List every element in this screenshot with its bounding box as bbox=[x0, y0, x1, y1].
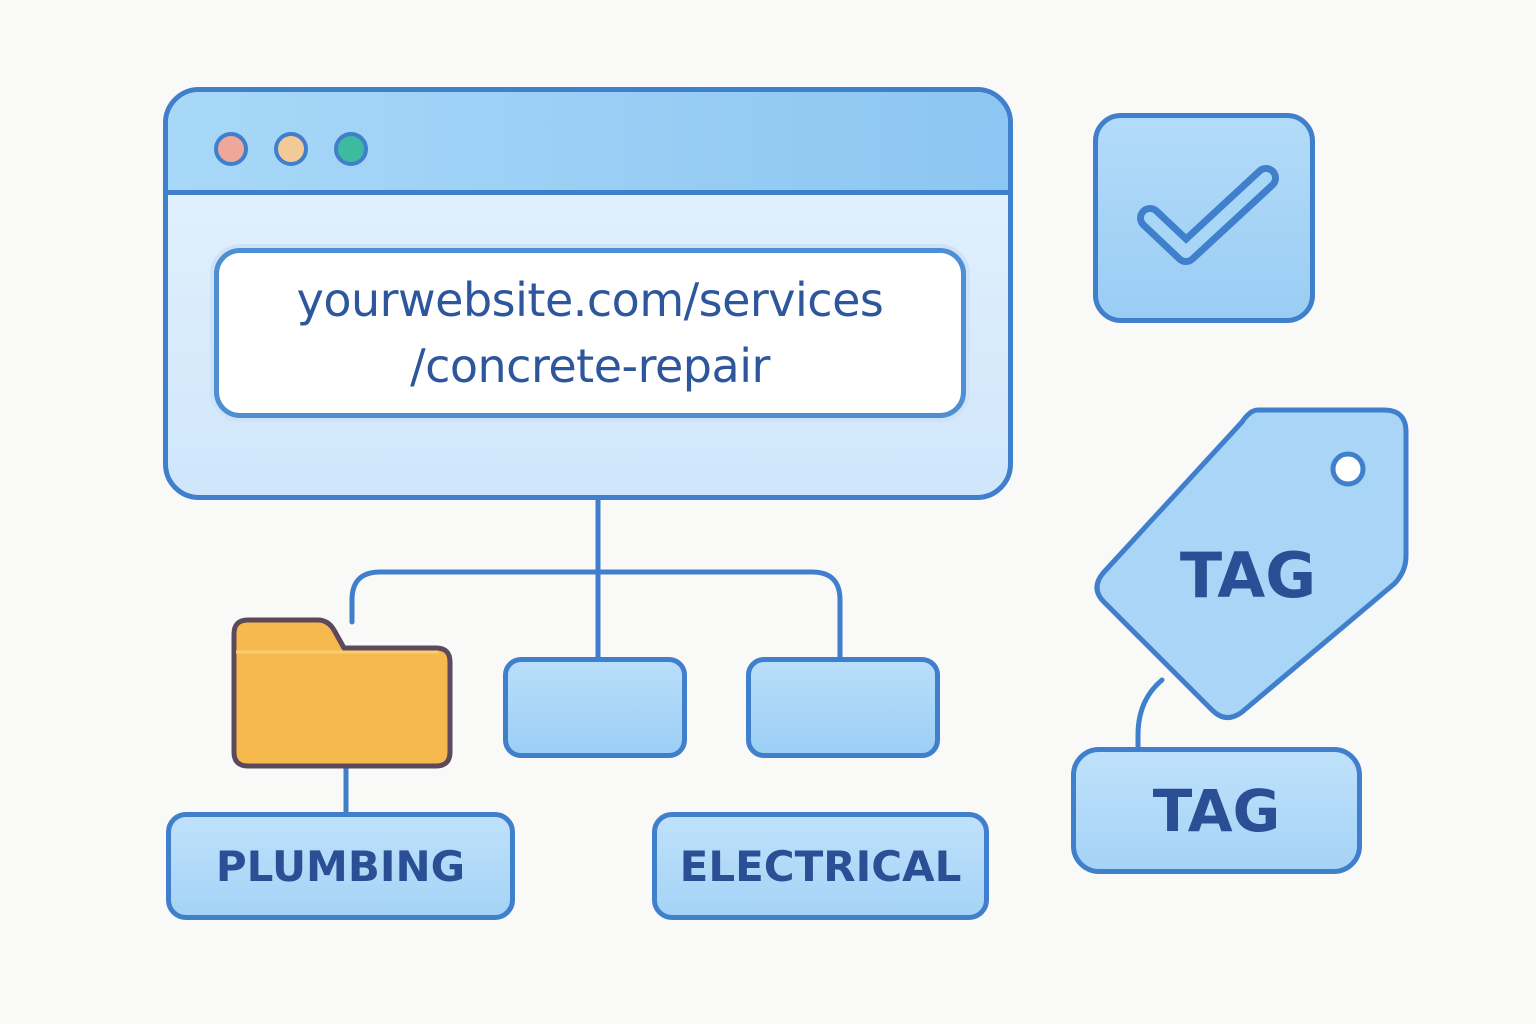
category-label-electrical[interactable]: ELECTRICAL bbox=[652, 812, 989, 920]
url-line-2: /concrete-repair bbox=[410, 339, 770, 393]
connector-branch-right bbox=[595, 569, 843, 660]
child-page-box-right[interactable] bbox=[746, 657, 940, 758]
child-page-box-middle[interactable] bbox=[503, 657, 687, 758]
electrical-label-text: ELECTRICAL bbox=[679, 841, 962, 891]
browser-window: yourwebsite.com/services /concrete-repai… bbox=[163, 87, 1013, 500]
tag-label-small[interactable]: TAG bbox=[1071, 747, 1362, 874]
minimize-dot-icon[interactable] bbox=[274, 132, 308, 166]
checkmark-icon bbox=[1137, 165, 1279, 265]
connector-tag-to-tag bbox=[1135, 677, 1165, 753]
url-line-1: yourwebsite.com/services bbox=[296, 273, 884, 327]
checkbox-checked[interactable] bbox=[1093, 113, 1315, 323]
connector-branch-left bbox=[349, 569, 601, 625]
category-label-plumbing[interactable]: PLUMBING bbox=[166, 812, 515, 920]
small-tag-text: TAG bbox=[1152, 776, 1281, 845]
browser-titlebar bbox=[168, 92, 1008, 195]
close-dot-icon[interactable] bbox=[214, 132, 248, 166]
plumbing-label-text: PLUMBING bbox=[215, 841, 466, 891]
large-tag-label: TAG bbox=[1179, 538, 1317, 612]
url-bar[interactable]: yourwebsite.com/services /concrete-repai… bbox=[214, 248, 966, 418]
maximize-dot-icon[interactable] bbox=[334, 132, 368, 166]
